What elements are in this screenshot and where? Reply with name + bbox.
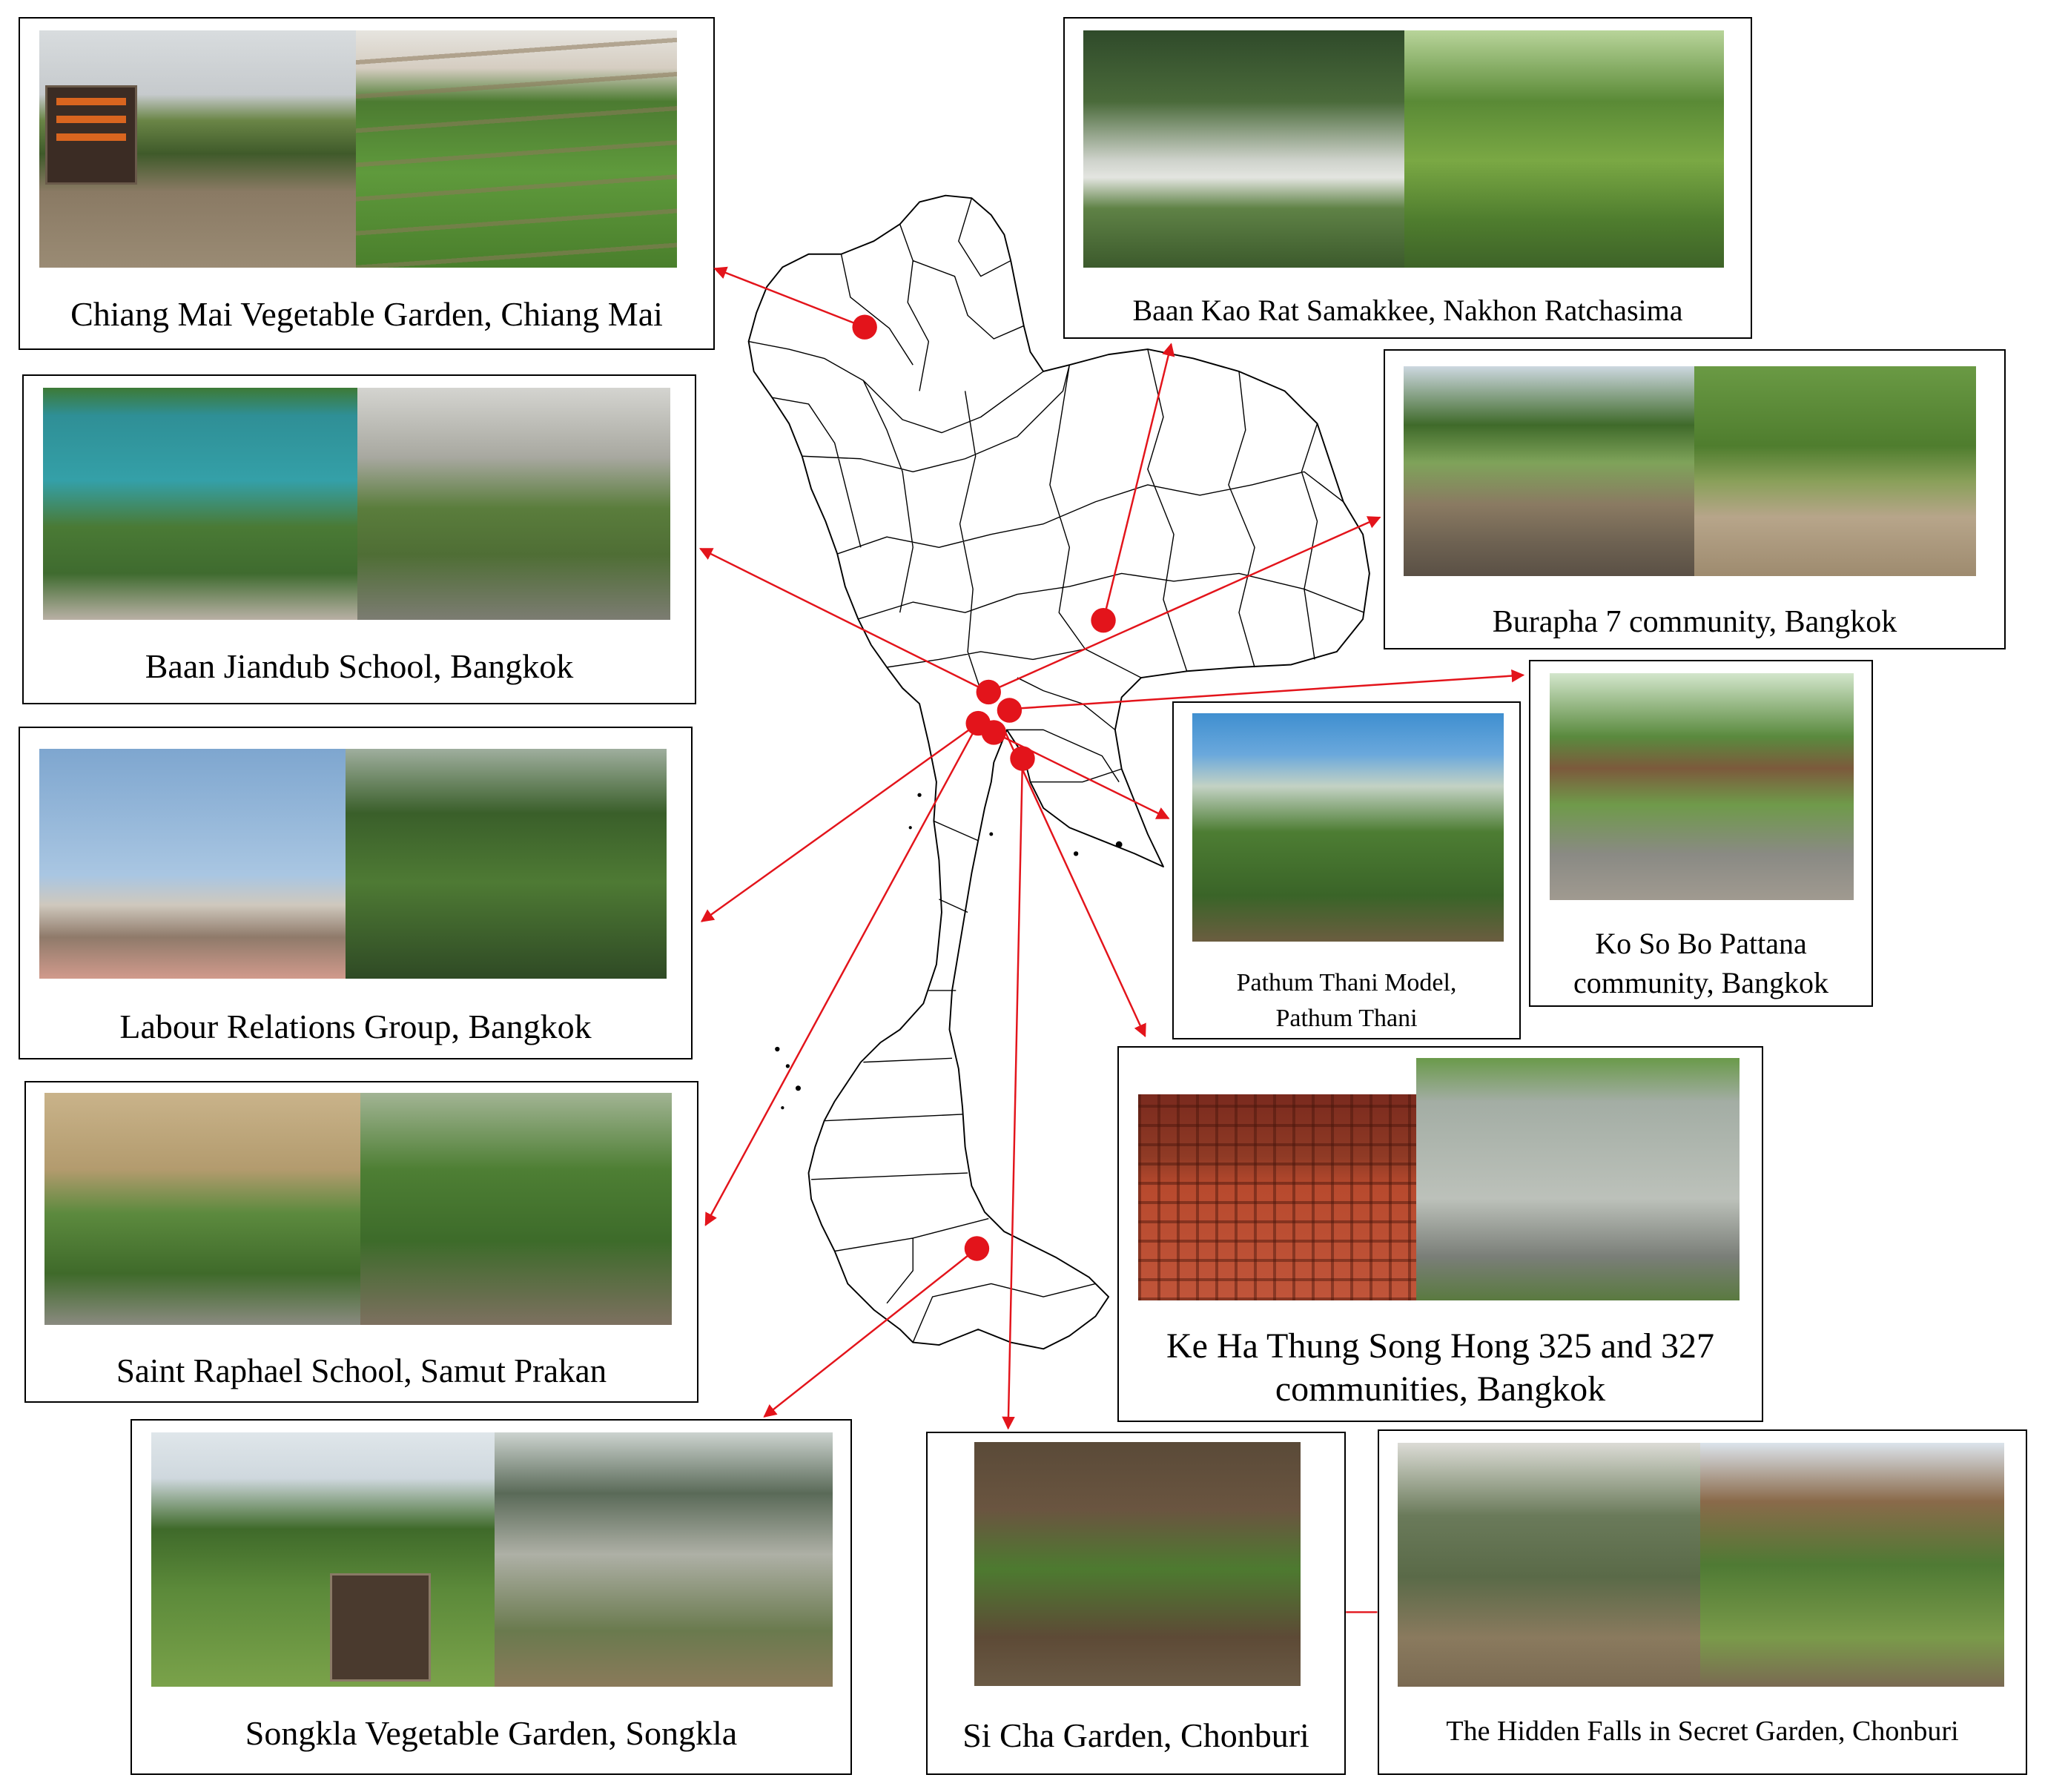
photo-songkla-right [495, 1432, 833, 1687]
caption-saint-raphael: Saint Raphael School, Samut Prakan [116, 1352, 607, 1389]
caption-pathum-thani: Pathum Thani Model, Pathum Thani [1174, 965, 1519, 1036]
photo-hidden-falls-right [1700, 1443, 2004, 1687]
photo-ko-so-bo [1550, 673, 1854, 900]
photo-baan-jiandub-right [357, 388, 670, 620]
caption-songkla: Songkla Vegetable Garden, Songkla [245, 1714, 738, 1752]
caption-line: communities, Bangkok [1275, 1369, 1606, 1409]
photo-labour-relations-right [346, 749, 667, 979]
panel-hidden-falls: The Hidden Falls in Secret Garden, Chonb… [1378, 1429, 2027, 1775]
panel-si-cha: Si Cha Garden, Chonburi [926, 1432, 1346, 1775]
photo-songkla-left [151, 1432, 495, 1687]
caption-si-cha: Si Cha Garden, Chonburi [962, 1716, 1309, 1754]
location-dot-icon-bangkok [997, 698, 1022, 723]
location-dot-icon-bangkok [965, 710, 991, 736]
caption-line: Ke Ha Thung Song Hong 325 and 327 [1166, 1326, 1715, 1366]
panel-ke-ha: Ke Ha Thung Song Hong 325 and 327 commun… [1117, 1046, 1763, 1422]
photo-burapha-left [1404, 366, 1694, 576]
arrow-baan-jiandub [698, 547, 989, 693]
location-dot-icon-bangkok [981, 720, 1007, 745]
caption-line: Ko So Bo Pattana [1595, 927, 1807, 960]
photo-chiang-mai-left [39, 30, 356, 268]
panel-songkla: Songkla Vegetable Garden, Songkla [131, 1419, 852, 1775]
caption-baan-kao-rat: Baan Kao Rat Samakkee, Nakhon Ratchasima [1132, 294, 1683, 327]
arrow-labour-relations [700, 722, 979, 922]
photo-chiang-mai-right [356, 30, 677, 268]
location-dot-icon-bangkok [976, 679, 1001, 705]
location-dot-icon-nakhon-ratchasima [1091, 608, 1116, 633]
photo-saint-raphael-right [360, 1093, 672, 1325]
caption-ke-ha: Ke Ha Thung Song Hong 325 and 327 commun… [1119, 1325, 1762, 1411]
caption-burapha: Burapha 7 community, Bangkok [1492, 605, 1897, 639]
caption-baan-jiandub: Baan Jiandub School, Bangkok [145, 647, 574, 685]
panel-pathum-thani: Pathum Thani Model, Pathum Thani [1172, 701, 1521, 1039]
panel-baan-jiandub: Baan Jiandub School, Bangkok [22, 374, 696, 704]
arrow-si-cha [1002, 758, 1024, 1430]
location-dot-icon-songkla [964, 1236, 990, 1261]
arrow-baan-kao-rat [1102, 343, 1175, 621]
arrow-chiang-mai [713, 266, 865, 328]
arrow-ke-ha [1003, 729, 1146, 1038]
caption-line: Pathum Thani Model, [1236, 969, 1457, 996]
panel-chiang-mai: Chiang Mai Vegetable Garden, Chiang Mai [19, 17, 715, 350]
photo-hidden-falls-left [1398, 1443, 1700, 1687]
location-dot-icon-chiang-mai [852, 314, 877, 340]
photo-saint-raphael-left [44, 1093, 360, 1325]
caption-line: community, Bangkok [1573, 966, 1829, 999]
photo-baan-jiandub-left [43, 388, 357, 620]
caption-hidden-falls: The Hidden Falls in Secret Garden, Chonb… [1446, 1716, 1959, 1747]
signboard [330, 1573, 431, 1682]
panel-burapha: Burapha 7 community, Bangkok [1384, 349, 2006, 649]
photo-ke-ha-right [1416, 1058, 1740, 1300]
panel-ko-so-bo: Ko So Bo Pattana community, Bangkok [1529, 660, 1873, 1007]
caption-ko-so-bo: Ko So Bo Pattana community, Bangkok [1530, 924, 1871, 1002]
photo-ke-ha-left [1138, 1094, 1416, 1300]
caption-chiang-mai: Chiang Mai Vegetable Garden, Chiang Mai [70, 295, 663, 333]
panel-saint-raphael: Saint Raphael School, Samut Prakan [24, 1081, 698, 1403]
caption-line: Pathum Thani [1275, 1005, 1418, 1032]
location-dot-icon-chonburi [1010, 746, 1035, 771]
photo-burapha-right [1694, 366, 1976, 576]
arrow-burapha [988, 516, 1381, 693]
photo-pathum-thani [1192, 713, 1504, 942]
photo-si-cha [974, 1442, 1301, 1686]
islands [775, 793, 1123, 1110]
photo-baan-kao-rat-right [1404, 30, 1724, 268]
arrow-saint-raphael [704, 723, 979, 1226]
panel-labour-relations: Labour Relations Group, Bangkok [19, 727, 693, 1059]
arrow-pathum-thani [993, 731, 1170, 820]
panel-baan-kao-rat: Baan Kao Rat Samakkee, Nakhon Ratchasima [1063, 17, 1752, 339]
signboard [45, 85, 137, 185]
caption-labour-relations: Labour Relations Group, Bangkok [119, 1008, 592, 1045]
photo-baan-kao-rat-left [1083, 30, 1404, 268]
photo-labour-relations-left [39, 749, 346, 979]
arrow-songkla [763, 1248, 978, 1418]
